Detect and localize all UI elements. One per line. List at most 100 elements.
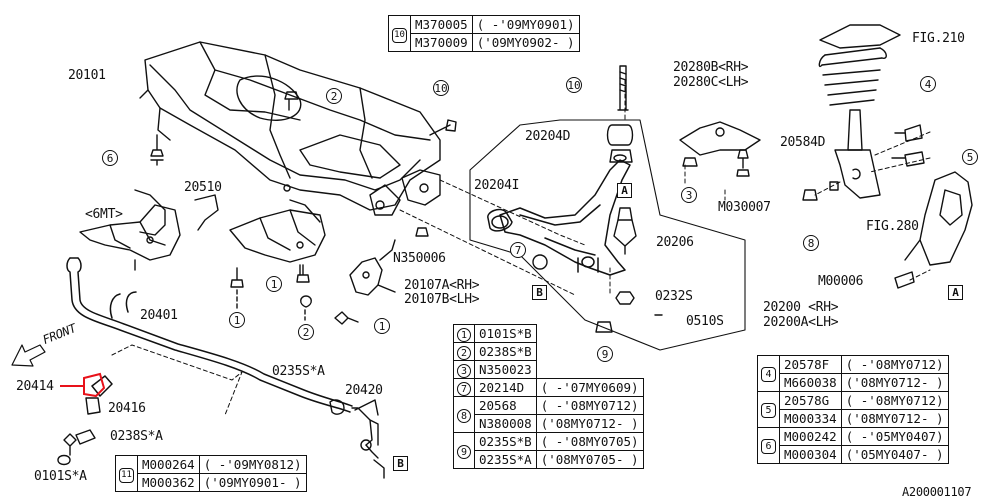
diagram-id: A200001107 — [902, 485, 972, 499]
table-row-range: ( -'08MY0705) — [535, 432, 644, 451]
table-row-range: ('08MY0712- ) — [840, 409, 949, 428]
label-20280b: 20280B<RH> — [673, 60, 749, 75]
table-row-part: N380008 — [474, 414, 537, 433]
label-0101sa: 0101S*A — [34, 469, 87, 484]
callout-3: 3 — [681, 187, 697, 203]
bracket-bolts-drawing — [230, 227, 429, 325]
label-20200-rh: 20200 <RH> — [763, 300, 839, 315]
table-row-range: ( -'09MY0812) — [198, 455, 307, 474]
marker-b: B — [393, 456, 408, 471]
table-bottom-key: 11 — [115, 455, 138, 492]
table-key: 2 — [457, 345, 471, 360]
table-row-part: M660038 — [779, 373, 842, 392]
table-row-range: ('08MY0712- ) — [840, 373, 949, 392]
callout-10: 10 — [433, 80, 449, 96]
label-0235sa: 0235S*A — [272, 364, 325, 379]
control-arm-drawing — [487, 159, 631, 276]
table-row-part: 0235S*B — [474, 432, 537, 451]
table-top-10: 10 M370005 ( -'09MY0901) M370009 ('09MY0… — [388, 15, 580, 52]
table-row-range: ( -'05MY0407) — [840, 427, 949, 446]
bracket-20107-drawing — [349, 239, 396, 296]
callout-4: 4 — [920, 76, 936, 92]
callout-6: 6 — [102, 150, 118, 166]
ball-joint-drawing — [613, 207, 637, 255]
table-key: 9 — [457, 444, 471, 459]
table-key: 7 — [457, 381, 471, 396]
table-row-range: ( -'07MY0609) — [535, 378, 644, 397]
label-20401: 20401 — [140, 308, 178, 323]
holder-20416-drawing — [57, 397, 101, 466]
table-row-range: ( -'08MY0712) — [840, 391, 949, 410]
callout-7: 7 — [510, 242, 526, 258]
label-0238sa: 0238S*A — [110, 429, 163, 444]
label-20280c: 20280C<LH> — [673, 75, 749, 90]
table-row-part: M000334 — [779, 409, 842, 428]
table-key: 1 — [457, 327, 471, 342]
callout-2: 2 — [298, 324, 314, 340]
stabilizer-link-drawing — [329, 399, 385, 479]
table-row-part: 0238S*B — [474, 342, 537, 361]
callout-1: 1 — [229, 312, 245, 328]
table-row-part: 20578G — [779, 391, 842, 410]
stud-bolt-drawing — [617, 65, 629, 111]
table-row-range: ('05MY0407- ) — [840, 445, 949, 464]
table-key: 4 — [761, 367, 776, 382]
callout-9: 9 — [597, 346, 613, 362]
label-20420: 20420 — [345, 383, 383, 398]
label-20204i: 20204I — [474, 178, 520, 193]
table-row-part: 0101S*B — [474, 324, 537, 343]
table-right: 4 20578F ( -'08MY0712) M660038 ('08MY071… — [757, 355, 949, 464]
table-key: 6 — [761, 439, 776, 454]
table-row-range: ( -'08MY0712) — [535, 396, 644, 415]
callout-10: 10 — [566, 77, 582, 93]
table-row-part: M000304 — [779, 445, 842, 464]
bracket-20510-drawing — [79, 189, 326, 276]
label-fig280: FIG.280 — [866, 219, 919, 234]
table-row-range: ( -'08MY0712) — [840, 355, 949, 374]
label-20107b: 20107B<LH> — [404, 292, 480, 307]
label-20206: 20206 — [656, 235, 694, 250]
strut-bolts-drawing — [802, 124, 925, 201]
label-20101: 20101 — [68, 68, 106, 83]
table-top-key: 10 — [388, 15, 411, 52]
bush-20204d-drawing — [606, 124, 634, 163]
table-row-part: M000264 — [137, 455, 200, 474]
crossmember-drawing — [139, 41, 441, 216]
callout-1: 1 — [266, 276, 282, 292]
label-20200a-lh: 20200A<LH> — [763, 315, 839, 330]
table-row-range: ('08MY0712- ) — [535, 414, 644, 433]
table-row-range: ('09MY0902- ) — [471, 33, 580, 52]
marker-a: A — [617, 183, 632, 198]
table-row-part: M000242 — [779, 427, 842, 446]
label-0510s: 0510S — [686, 314, 724, 329]
arm-hardware-drawing — [532, 254, 663, 333]
table-bottom-11: 11 M000264 ( -'09MY0812) M000362 ('09MY0… — [115, 455, 307, 492]
label-20416: 20416 — [108, 401, 146, 416]
knuckle-drawing — [894, 171, 973, 289]
table-row-part: N350023 — [474, 360, 537, 379]
label-n350006: N350006 — [393, 251, 446, 266]
label-6mt: <6MT> — [85, 207, 123, 222]
callout-2: 2 — [326, 88, 342, 104]
label-0232s: 0232S — [655, 289, 693, 304]
marker-b: B — [532, 285, 547, 300]
table-key: 8 — [457, 408, 471, 423]
front-arrow-drawing — [11, 344, 46, 367]
table-row-range: ( -'09MY0901) — [471, 15, 580, 34]
label-20414: 20414 — [16, 379, 54, 394]
table-row-part: M370009 — [410, 33, 473, 52]
strut-spring-drawing — [818, 24, 901, 199]
label-fig210: FIG.210 — [912, 31, 965, 46]
table-key: 3 — [457, 363, 471, 378]
table-row-part: M000362 — [137, 473, 200, 492]
callout-5: 5 — [962, 149, 978, 165]
crossmember-bolts-drawing — [150, 91, 457, 166]
table-row-range: ('08MY0705- ) — [535, 450, 644, 469]
label-20107a: 20107A<RH> — [404, 278, 480, 293]
table-row-part: 0235S*A — [474, 450, 537, 469]
mount-20280-drawing — [679, 121, 761, 177]
label-20584d: 20584D — [780, 135, 826, 150]
table-row-part: 20578F — [779, 355, 842, 374]
label-20204d: 20204D — [525, 129, 571, 144]
